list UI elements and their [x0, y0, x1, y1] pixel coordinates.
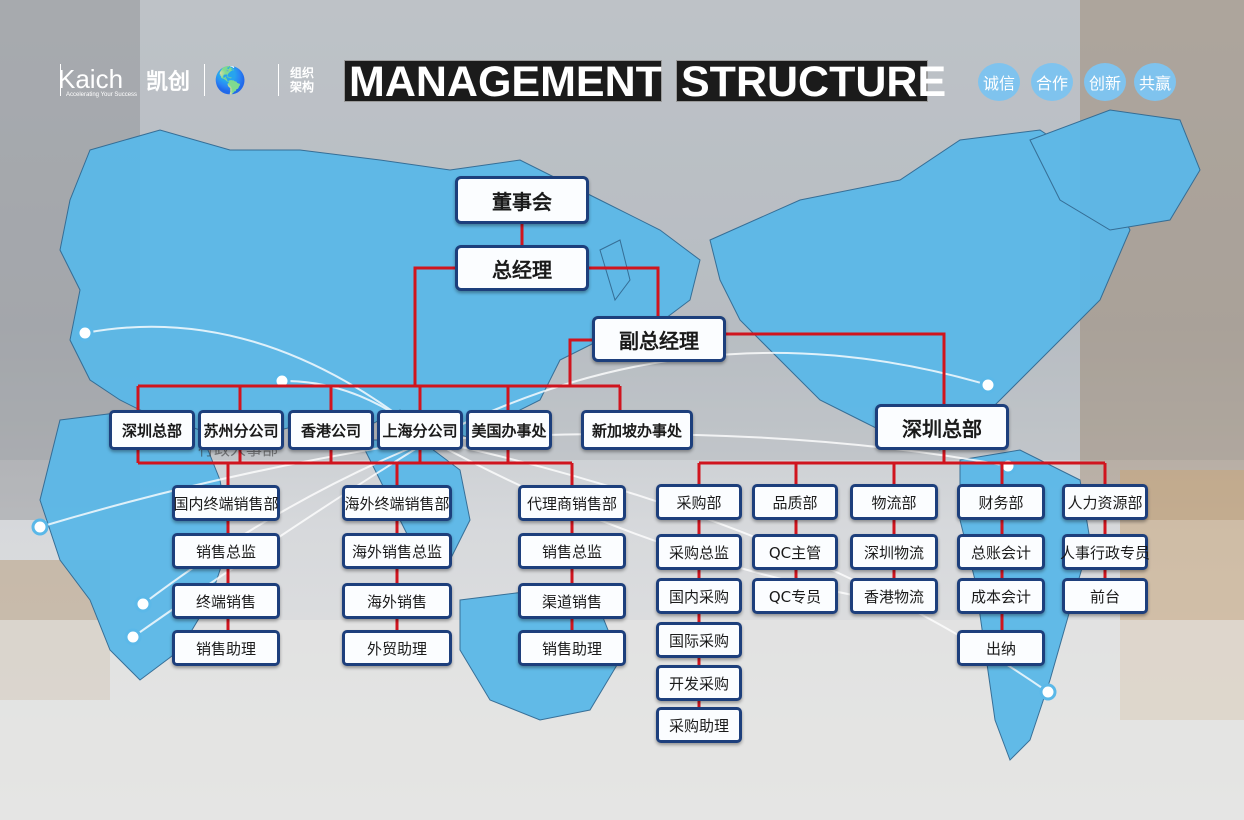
node-purchasing-dept: 采购部: [656, 484, 742, 520]
logo-chinese: 凯创: [146, 70, 191, 95]
node-hr-item: 前台: [1062, 578, 1148, 614]
node-overseas-sales-item: 海外销售: [342, 583, 452, 619]
node-branch-shanghai: 上海分公司: [377, 410, 463, 450]
node-agent-sales-item: 销售总监: [518, 533, 626, 569]
node-hq-shenzhen: 深圳总部: [875, 404, 1009, 450]
value-badge-win-win: 共赢: [1134, 63, 1176, 101]
node-agent-sales-item: 销售助理: [518, 630, 626, 666]
world-map-icon: 🌎: [214, 66, 247, 96]
node-logistics-item: 深圳物流: [850, 534, 938, 570]
node-branch-singapore: 新加坡办事处: [581, 410, 693, 450]
node-general-manager: 总经理: [455, 245, 589, 291]
node-branch-shenzhen: 深圳总部: [109, 410, 195, 450]
title-word-management: MANAGEMENT: [344, 60, 662, 104]
node-logistics-item: 香港物流: [850, 578, 938, 614]
node-purchasing-item: 采购助理: [656, 707, 742, 743]
node-board: 董事会: [455, 176, 589, 224]
node-hr-dept: 人力资源部: [1062, 484, 1148, 520]
logo-divider-2: [278, 64, 279, 96]
node-branch-hongkong: 香港公司: [288, 410, 374, 450]
logo-divider-left: [60, 64, 61, 96]
node-branch-suzhou: 苏州分公司: [198, 410, 284, 450]
node-purchasing-item: 国际采购: [656, 622, 742, 658]
org-label-line1: 组织: [290, 66, 315, 80]
node-overseas-sales-item: 外贸助理: [342, 630, 452, 666]
org-label-line2: 架构: [290, 80, 315, 94]
node-agent-sales-item: 渠道销售: [518, 583, 626, 619]
node-finance-item: 出纳: [957, 630, 1045, 666]
node-finance-item: 成本会计: [957, 578, 1045, 614]
value-badge-innovation: 创新: [1084, 63, 1126, 101]
node-overseas-sales-dept: 海外终端销售部: [342, 485, 452, 521]
node-finance-item: 总账会计: [957, 534, 1045, 570]
node-quality-item: QC专员: [752, 578, 838, 614]
logo-wordmark: Kaich: [58, 64, 124, 94]
node-domestic-sales-item: 终端销售: [172, 583, 280, 619]
title-word-structure: STRUCTURE: [676, 60, 946, 104]
logo-tagline: Accelerating Your Success: [66, 92, 138, 98]
value-badge-integrity: 诚信: [978, 63, 1020, 101]
node-vice-general-manager: 副总经理: [592, 316, 726, 362]
value-badge-cooperation: 合作: [1031, 63, 1073, 101]
node-quality-item: QC主管: [752, 534, 838, 570]
node-finance-dept: 财务部: [957, 484, 1045, 520]
node-purchasing-item: 国内采购: [656, 578, 742, 614]
node-purchasing-item: 开发采购: [656, 665, 742, 701]
org-label: 组织 架构: [290, 66, 314, 94]
node-domestic-sales-item: 销售助理: [172, 630, 280, 666]
node-overseas-sales-item: 海外销售总监: [342, 533, 452, 569]
node-quality-dept: 品质部: [752, 484, 838, 520]
node-hr-item: 人事行政专员: [1060, 534, 1150, 570]
node-agent-sales-dept: 代理商销售部: [518, 485, 626, 521]
logo-divider: [204, 64, 205, 96]
node-logistics-dept: 物流部: [850, 484, 938, 520]
company-logo: Kaich Accelerating Your Success 凯创: [58, 64, 190, 98]
node-purchasing-item: 采购总监: [656, 534, 742, 570]
node-branch-usa: 美国办事处: [466, 410, 552, 450]
node-domestic-sales-item: 销售总监: [172, 533, 280, 569]
node-domestic-sales-dept: 国内终端销售部: [172, 485, 280, 521]
